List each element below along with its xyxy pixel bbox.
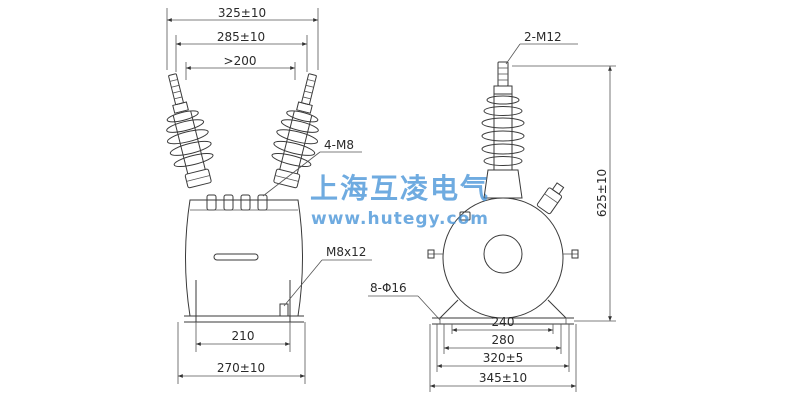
side-fitting — [459, 211, 471, 221]
front-tank — [185, 199, 303, 317]
side-base — [432, 299, 574, 325]
ground-bolt-label: M8x12 — [326, 245, 366, 259]
dim-base-4-label: 345±10 — [479, 371, 527, 385]
dim-overall-top-label: 325±10 — [218, 6, 266, 20]
dim-base-3-label: 320±5 — [483, 351, 524, 365]
dim-min-spacing-label: >200 — [224, 54, 257, 68]
dim-overall-top: 325±10 — [166, 6, 319, 70]
front-view: 325±10 285±10 >200 — [166, 6, 372, 384]
terminal-bolts — [206, 194, 268, 211]
dim-base-2: 280 — [443, 324, 562, 354]
dim-min-spacing: >200 — [185, 54, 296, 80]
dim-base-3: 320±5 — [436, 324, 570, 372]
dim-base-inner: 210 — [195, 322, 291, 352]
nameplate-slot — [213, 253, 259, 261]
dim-base-outer-label: 270±10 — [217, 361, 265, 375]
dim-middle-top-label: 285±10 — [217, 30, 265, 44]
side-view: 2-M12 — [368, 30, 616, 392]
leader-top-thread: 2-M12 — [505, 30, 578, 65]
side-valve — [536, 182, 565, 215]
left-bushing — [166, 73, 214, 189]
watermark: 上海互凌电气 www.hutegy.com — [310, 172, 490, 229]
dim-middle-top: 285±10 — [175, 30, 308, 72]
side-bushing — [481, 94, 525, 199]
top-thread-label: 2-M12 — [524, 30, 562, 44]
side-tank-cover — [483, 234, 523, 274]
leader-ground-bolt: M8x12 — [283, 245, 372, 307]
leader-terminal-bolts: 4-M8 — [262, 138, 362, 197]
ground-bolt — [279, 303, 289, 317]
terminal-bolts-label: 4-M8 — [324, 138, 354, 152]
front-feet — [184, 280, 304, 323]
dim-base-inner-label: 210 — [232, 329, 255, 343]
dim-base-2-label: 280 — [492, 333, 515, 347]
leader-mount-holes: 8-Φ16 — [368, 281, 441, 321]
dim-base-outer: 270±10 — [177, 322, 306, 384]
dim-height: 625±10 — [512, 65, 616, 322]
watermark-url: www.hutegy.com — [311, 209, 489, 229]
dim-base-1: 240 — [451, 315, 554, 334]
watermark-company: 上海互凌电气 — [310, 172, 490, 205]
dim-height-label: 625±10 — [595, 169, 609, 217]
right-bushing — [271, 73, 319, 189]
dim-base-4: 345±10 — [429, 324, 577, 392]
mount-holes-label: 8-Φ16 — [370, 281, 407, 295]
dim-base-1-label: 240 — [492, 315, 515, 329]
side-top-terminal — [493, 61, 513, 95]
